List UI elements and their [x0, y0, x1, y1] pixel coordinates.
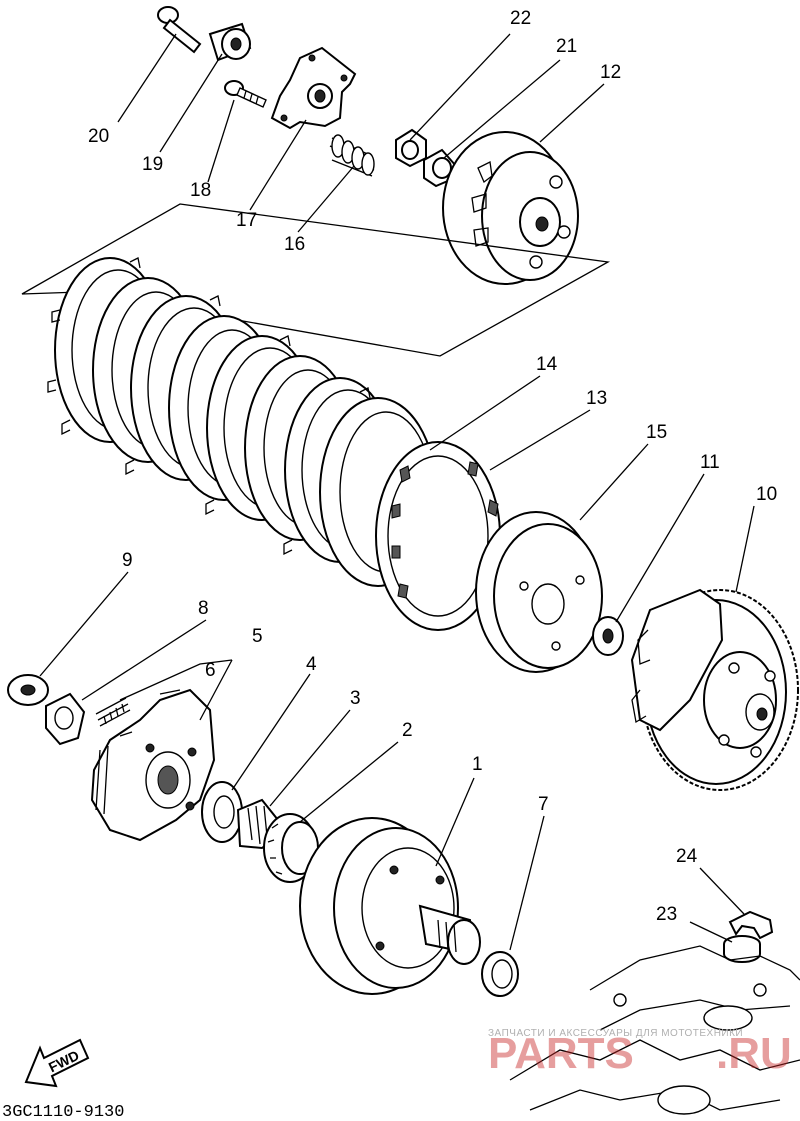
part-15-pressure-plate [475, 511, 603, 673]
label-5: 5 [252, 626, 263, 647]
part-labels: 1 2 3 4 5 6 7 8 9 10 11 12 13 14 15 16 1… [88, 8, 777, 925]
label-2: 2 [402, 720, 413, 741]
label-22: 22 [510, 8, 531, 29]
watermark: ЗАПЧАСТИ И АКСЕССУАРЫ ДЛЯ МОТОТЕХНИКИ PA… [488, 1028, 792, 1078]
label-19: 19 [142, 154, 163, 175]
label-11: 11 [700, 452, 720, 473]
part-19-bearing [208, 22, 252, 62]
part-13-friction-plate [375, 441, 503, 631]
part-6-spring [95, 697, 131, 727]
part-24-circlip [728, 910, 774, 940]
drawing-code: 3GC1110-9130 [2, 1103, 124, 1121]
label-17: 17 [236, 210, 257, 231]
watermark-brand-suffix: .RU [716, 1029, 792, 1078]
watermark-brand: PARTS [488, 1029, 634, 1078]
part-9-nut [7, 674, 49, 706]
label-10: 10 [756, 484, 777, 505]
label-20: 20 [88, 126, 109, 147]
label-12: 12 [600, 62, 621, 83]
label-14: 14 [536, 354, 558, 375]
part-8-lock-washer [45, 692, 86, 746]
part-18-bolt [224, 80, 267, 108]
watermark-text: ЗАПЧАСТИ И АКСЕССУАРЫ ДЛЯ МОТОТЕХНИКИ [488, 1028, 743, 1039]
label-8: 8 [198, 598, 209, 619]
label-3: 3 [350, 688, 361, 709]
crankcase-outline [509, 945, 800, 1115]
part-4-washer [201, 781, 243, 843]
part-12-clutch-boss [442, 131, 579, 285]
part-22-nut [395, 128, 427, 168]
label-13: 13 [586, 388, 607, 409]
part-10-clutch-housing [630, 588, 799, 791]
label-18: 18 [190, 180, 211, 201]
label-7: 7 [538, 794, 549, 815]
label-4: 4 [306, 654, 317, 675]
label-23: 23 [656, 904, 677, 925]
label-15: 15 [646, 422, 667, 443]
label-24: 24 [676, 846, 698, 867]
part-2-needle-bearing [263, 813, 319, 883]
label-6: 6 [205, 660, 216, 681]
fwd-direction-arrow: FWD [24, 1038, 90, 1088]
part-17-spring-plate [270, 46, 357, 130]
plate-group-bracket [21, 203, 611, 357]
label-16: 16 [284, 234, 305, 255]
plate-stack [47, 257, 437, 587]
part-16-spring [329, 134, 375, 177]
label-1: 1 [472, 754, 483, 775]
part-11-lock-washer [592, 616, 624, 656]
label-9: 9 [122, 550, 133, 571]
part-7-thrust-washer [481, 951, 519, 997]
part-20-push-rod [157, 6, 202, 54]
leader-lines [39, 33, 755, 951]
part-5-clutch-carrier [90, 688, 216, 842]
part-1-primary-housing [299, 817, 481, 995]
label-21: 21 [556, 36, 577, 57]
